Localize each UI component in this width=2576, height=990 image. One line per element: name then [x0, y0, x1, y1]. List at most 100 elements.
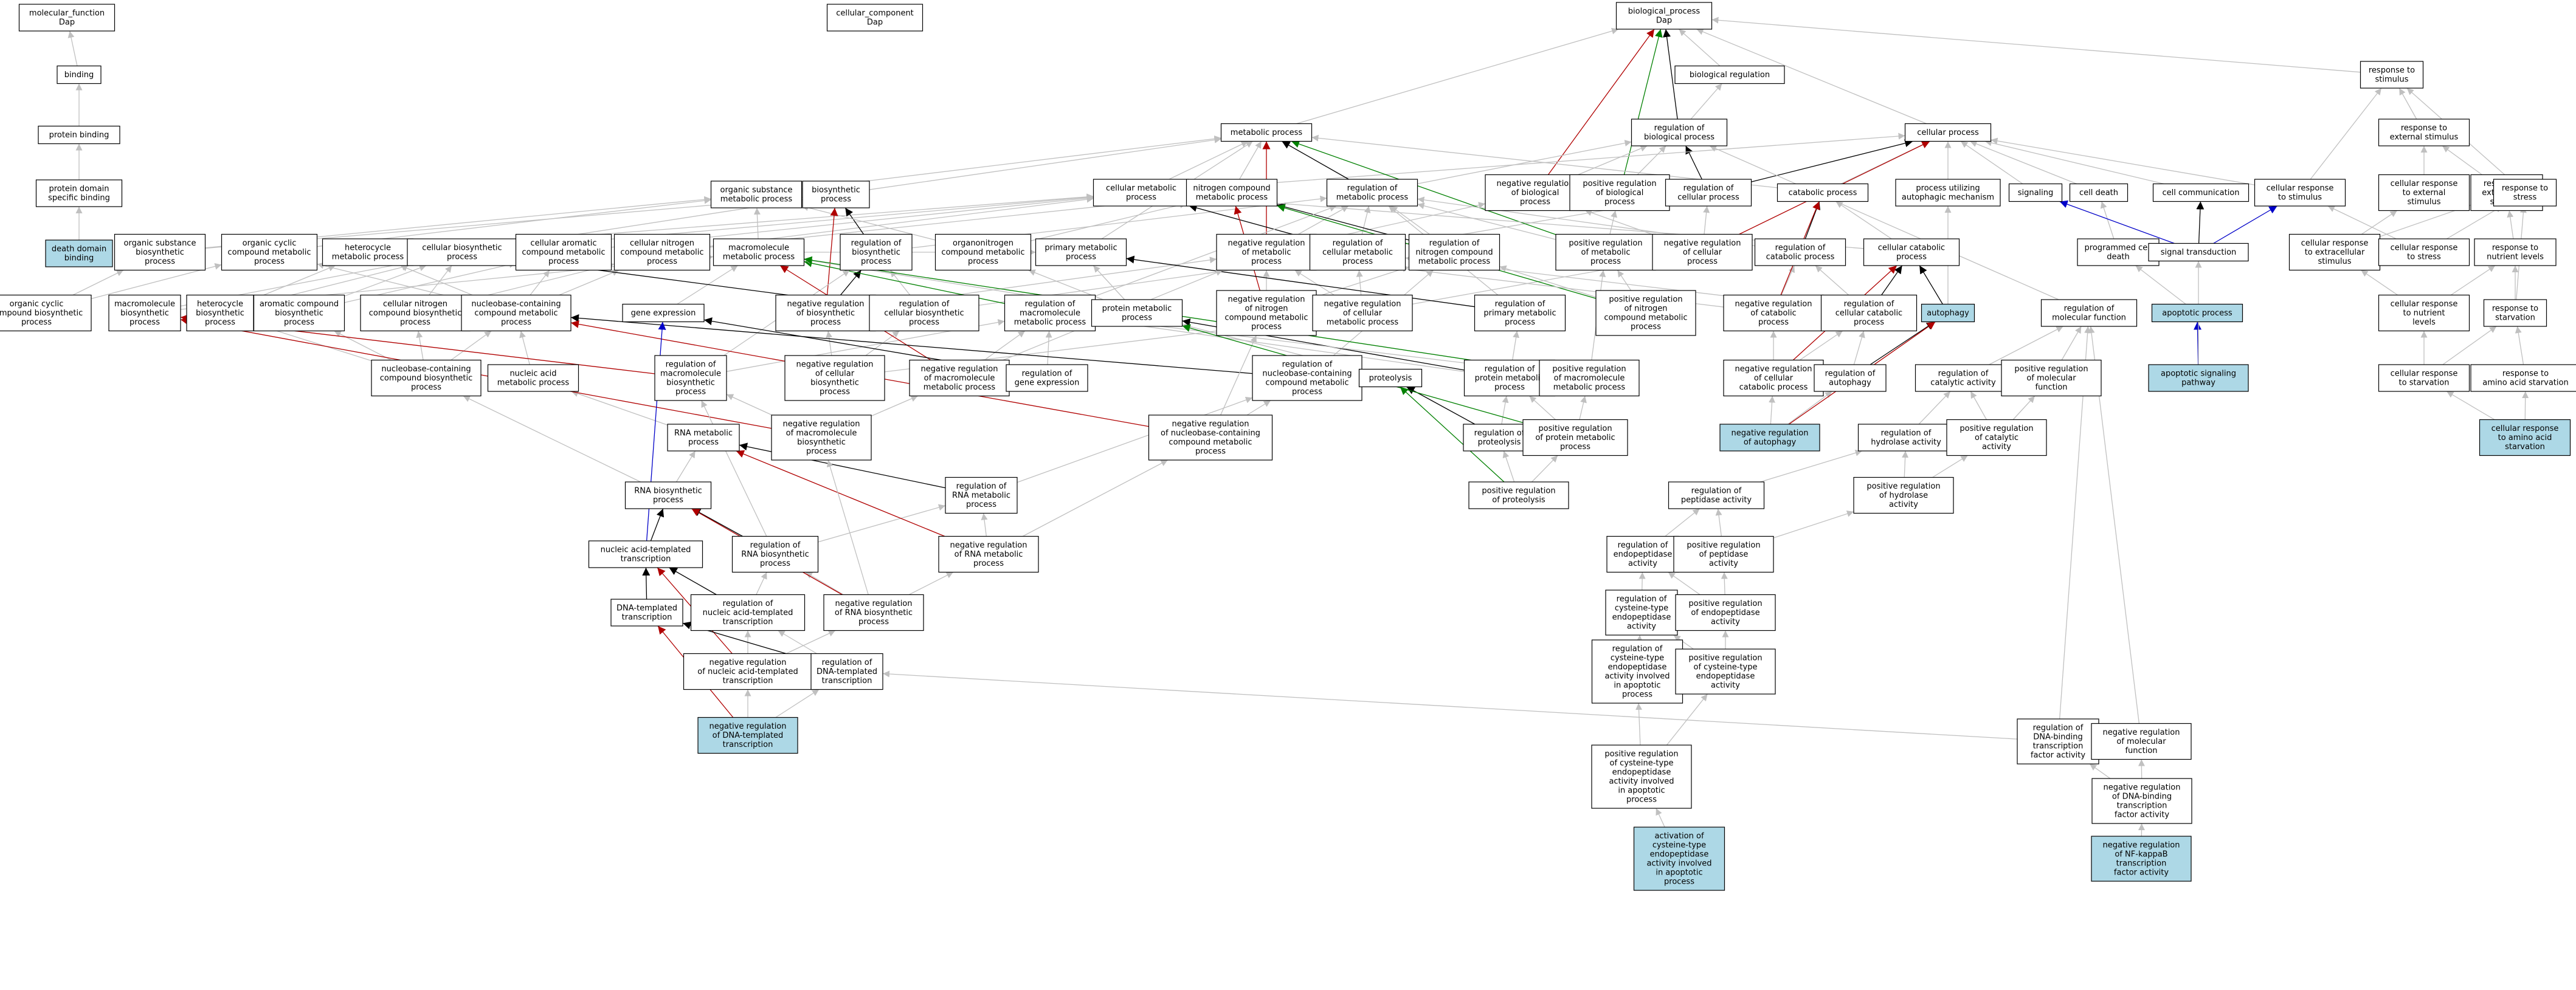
term-node-geneexp[interactable]: gene expression: [622, 303, 705, 323]
term-node-catab[interactable]: catabolic process: [1777, 183, 1869, 202]
term-node-signaling[interactable]: signaling: [2008, 183, 2063, 202]
term-node-cellproc[interactable]: cellular process: [1904, 123, 1992, 142]
term-node-regdbtf[interactable]: regulation ofDNA-bindingtranscriptionfac…: [2017, 718, 2099, 765]
term-node-actcys[interactable]: activation ofcysteine-typeendopeptidasea…: [1633, 827, 1725, 891]
term-node-apop[interactable]: apoptotic process: [2151, 303, 2243, 323]
term-node-protbind[interactable]: protein binding: [38, 125, 120, 145]
term-node-celldeath[interactable]: cell death: [2069, 183, 2129, 202]
term-node-sigtrans[interactable]: signal transduction: [2148, 242, 2249, 262]
term-node-regcysapop[interactable]: regulation ofcysteine-typeendopeptidasea…: [1591, 639, 1683, 704]
term-node-proteolysis[interactable]: proteolysis: [1358, 368, 1423, 388]
term-node-regnbcmp[interactable]: regulation ofnucleobase-containingcompou…: [1252, 355, 1362, 401]
term-node-cellcomm[interactable]: cell communication: [2152, 183, 2250, 202]
term-node-binding[interactable]: binding: [57, 65, 102, 84]
term-node-metab[interactable]: metabolic process: [1220, 123, 1313, 142]
term-node-bioreg[interactable]: biological regulation: [1674, 65, 1785, 84]
